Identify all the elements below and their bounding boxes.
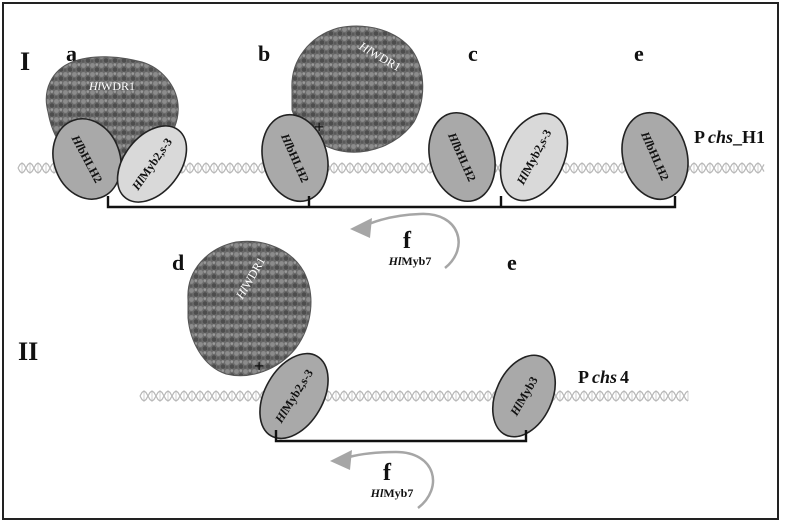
myb2-protein-c: HlMyb2,s-3 bbox=[499, 112, 569, 202]
myb2-protein-d: HlMyb2,s-3 bbox=[259, 352, 329, 440]
label-b: b bbox=[258, 41, 270, 66]
wdr1-protein-d: HlWDR1 bbox=[187, 240, 312, 377]
label-e-I: e bbox=[634, 41, 644, 66]
label-f-I: f bbox=[403, 228, 412, 254]
label-d: d bbox=[172, 250, 184, 275]
myb2-protein-a: HlMyb2,s-3 bbox=[116, 125, 188, 203]
arrow-head-II bbox=[330, 450, 352, 470]
figure-border bbox=[2, 2, 779, 520]
bhlh2-protein-a: HlbHLH2 bbox=[52, 118, 122, 200]
label-c: c bbox=[468, 41, 478, 66]
panel-I: I a HlWDR1 HlbHLH2 HlMyb2,s-3 b HlWDR1 bbox=[17, 25, 765, 269]
wdr1-label-a: HlWDR1 bbox=[88, 79, 135, 93]
myb3-protein-e: HlMyb3 bbox=[491, 354, 557, 438]
label-f-II: f bbox=[383, 460, 392, 486]
dna-promoter-chs4 bbox=[139, 390, 689, 402]
bhlh2-protein-e: HlbHLH2 bbox=[621, 111, 689, 201]
label-e-II: e bbox=[507, 250, 517, 275]
arrow-head-I bbox=[350, 218, 372, 238]
bracket-II bbox=[274, 430, 528, 443]
curved-arrow-I bbox=[359, 212, 460, 269]
bracket-I bbox=[106, 196, 677, 209]
curved-arrow-II bbox=[339, 450, 435, 509]
label-a: a bbox=[66, 41, 77, 66]
plus-d: + bbox=[254, 356, 264, 376]
wdr1-protein-b: HlWDR1 bbox=[291, 25, 424, 153]
myb7-label-II: HlMyb7 bbox=[370, 486, 414, 500]
bhlh2-protein-b: HlbHLH2 bbox=[261, 113, 329, 203]
bhlh2-protein-c: HlbHLH2 bbox=[428, 111, 496, 203]
myb7-label-I: HlMyb7 bbox=[388, 254, 432, 268]
panel-I-roman: I bbox=[20, 47, 30, 76]
plus-b: + bbox=[314, 117, 324, 137]
panel-II-roman: II bbox=[18, 337, 38, 366]
